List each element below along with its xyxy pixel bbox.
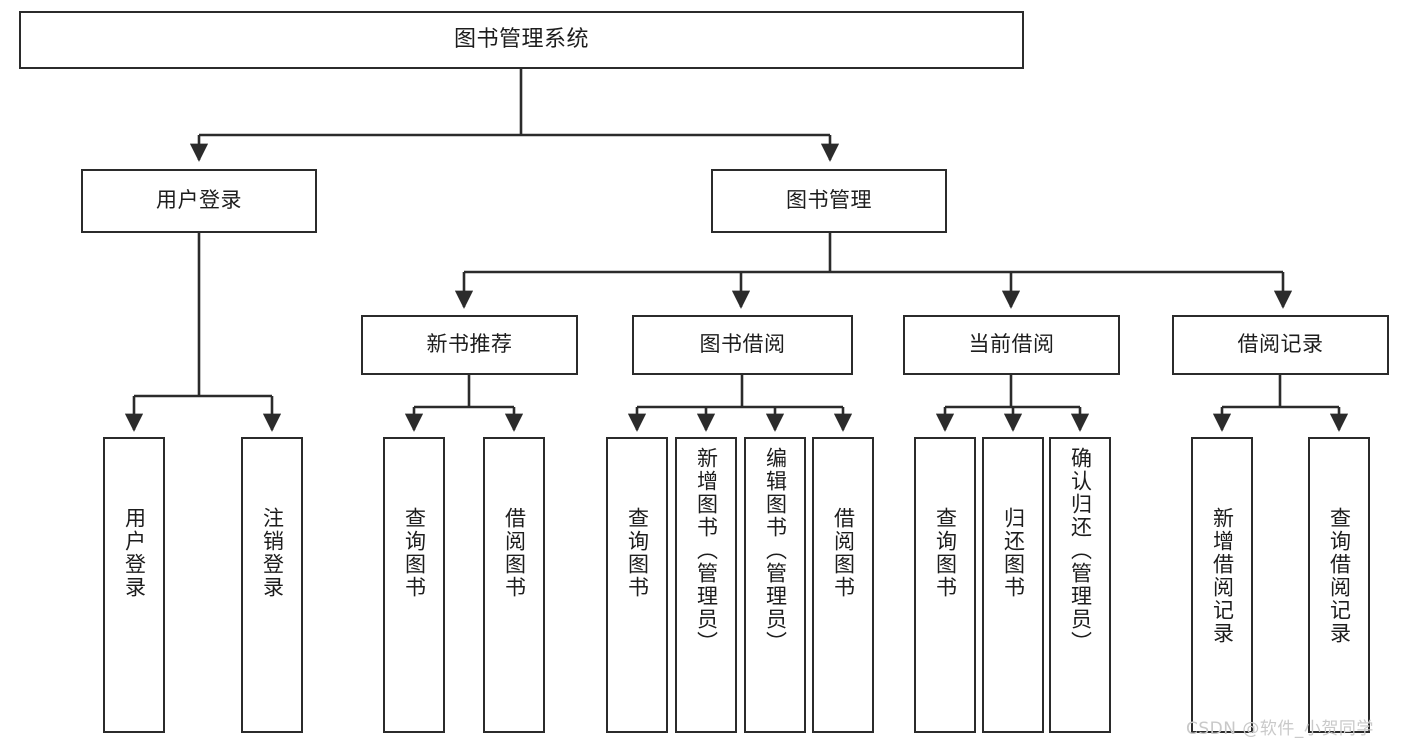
node-label: 用户登录 (122, 507, 147, 599)
node-label: 查询图书 (933, 507, 958, 599)
leaf-borrow-query-book[interactable]: 查询图书 (606, 437, 668, 733)
leaf-recommend-borrow-book[interactable]: 借阅图书 (483, 437, 545, 733)
node-label: 借阅图书 (831, 507, 856, 599)
node-label: 归还图书 (1001, 507, 1026, 599)
node-label: 新书推荐 (426, 332, 513, 357)
node-root-system[interactable]: 图书管理系统 (19, 11, 1024, 69)
leaf-current-confirm-return-admin[interactable]: 确认归还（管理员） (1049, 437, 1111, 733)
leaf-borrow-edit-book-admin[interactable]: 编辑图书（管理员） (744, 437, 806, 733)
node-label: 注销登录 (260, 507, 285, 599)
leaf-recommend-query-book[interactable]: 查询图书 (383, 437, 445, 733)
node-new-book-recommend[interactable]: 新书推荐 (361, 315, 578, 375)
node-label: 借阅图书 (502, 507, 527, 599)
node-current-borrow[interactable]: 当前借阅 (903, 315, 1120, 375)
node-user-login[interactable]: 用户登录 (81, 169, 317, 233)
node-book-borrow[interactable]: 图书借阅 (632, 315, 853, 375)
node-label: 新增借阅记录 (1210, 507, 1235, 645)
node-label: 查询图书 (625, 507, 650, 599)
node-borrow-record[interactable]: 借阅记录 (1172, 315, 1389, 375)
node-label: 图书借阅 (699, 332, 786, 357)
leaf-record-add-record[interactable]: 新增借阅记录 (1191, 437, 1253, 733)
leaf-user-login-logout[interactable]: 注销登录 (241, 437, 303, 733)
leaf-record-query-record[interactable]: 查询借阅记录 (1308, 437, 1370, 733)
node-label: 当前借阅 (968, 332, 1055, 357)
node-label: 图书管理系统 (453, 26, 589, 52)
node-label: 查询借阅记录 (1327, 507, 1352, 645)
node-book-management[interactable]: 图书管理 (711, 169, 947, 233)
node-label: 确认归还（管理员） (1068, 447, 1093, 654)
node-label: 编辑图书（管理员） (763, 447, 788, 654)
leaf-borrow-borrow-book[interactable]: 借阅图书 (812, 437, 874, 733)
node-label: 新增图书（管理员） (694, 447, 719, 654)
leaf-current-query-book[interactable]: 查询图书 (914, 437, 976, 733)
node-label: 用户登录 (156, 188, 242, 213)
node-label: 查询图书 (402, 507, 427, 599)
node-label: 图书管理 (786, 188, 872, 213)
csdn-watermark: CSDN @软件_小贺同学 (1186, 719, 1374, 739)
leaf-borrow-add-book-admin[interactable]: 新增图书（管理员） (675, 437, 737, 733)
node-label: 借阅记录 (1237, 332, 1324, 357)
leaf-user-login-login[interactable]: 用户登录 (103, 437, 165, 733)
leaf-current-return-book[interactable]: 归还图书 (982, 437, 1044, 733)
